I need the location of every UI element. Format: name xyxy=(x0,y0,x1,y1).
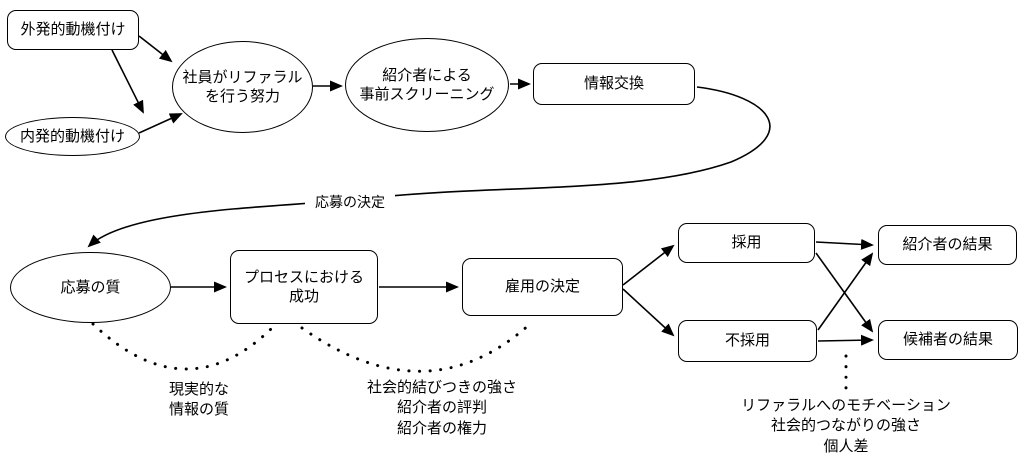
edge-label-application-decision: 応募の決定 xyxy=(305,192,395,212)
node-hiring-decision: 雇用の決定 xyxy=(462,258,623,316)
node-not-hired: 不採用 xyxy=(678,320,817,362)
node-referrer-outcome: 紹介者の結果 xyxy=(878,225,1017,265)
edge-intrinsic-to-effort xyxy=(138,113,183,134)
node-candidate-outcome: 候補者の結果 xyxy=(878,320,1018,360)
annotation-social-tie-factors: 社会的結びつきの強さ 紹介者の評判 紹介者の権力 xyxy=(366,379,517,437)
edge-decision-to-hired xyxy=(622,244,675,286)
edge-decision-to-not-hired xyxy=(622,288,675,337)
node-referral-effort: 社員がリファラル を行う努力 xyxy=(172,41,313,133)
edge-hired-to-candidate-outcome xyxy=(815,252,874,333)
edge-extrinsic-to-effort xyxy=(138,35,173,63)
edge-not-hired-to-candidate-outcome xyxy=(817,334,874,346)
edge-not-hired-to-referrer-outcome xyxy=(817,252,874,331)
dotted-moderator-process xyxy=(300,321,533,373)
node-hired: 採用 xyxy=(678,223,815,263)
annotation-referral-motivation-factors: リファラルへのモチベーション 社会的つながりの強さ 個人差 xyxy=(741,397,951,455)
node-application-quality: 応募の質 xyxy=(10,252,171,323)
dotted-moderator-quality xyxy=(91,322,274,371)
edge-extrinsic-to-intrinsic xyxy=(111,49,144,114)
node-intrinsic-motivation: 内発的動機付け xyxy=(5,117,140,156)
node-process-success: プロセスにおける 成功 xyxy=(230,250,378,324)
node-information-exchange: 情報交換 xyxy=(533,63,695,105)
annotation-realistic-info-quality: 現実的な 情報の質 xyxy=(168,381,229,419)
node-extrinsic-motivation: 外発的動機付け xyxy=(7,10,139,50)
node-prescreening: 紹介者による 事前スクリーニング xyxy=(345,38,509,132)
edge-info-to-application-quality xyxy=(87,86,771,248)
edge-hired-to-referrer-outcome xyxy=(815,238,874,250)
